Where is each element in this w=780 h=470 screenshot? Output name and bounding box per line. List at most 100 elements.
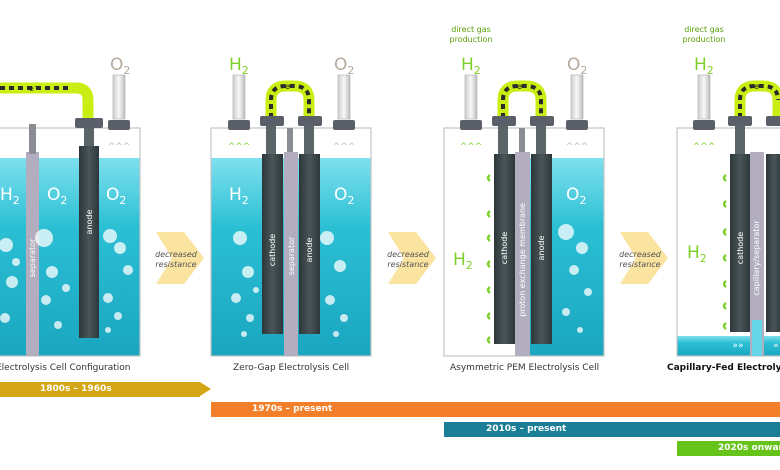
o2-label: O2: [566, 185, 586, 207]
gas-bubble: [562, 308, 570, 316]
timeline-label-4: 2020s onwards: [718, 443, 780, 453]
cell-1-sep-neck: [29, 124, 36, 154]
h2-label: H2: [229, 185, 249, 207]
cell-1-o2-clamp: [108, 120, 130, 130]
tag-line2: production: [682, 35, 726, 44]
gas-bubble: [41, 295, 51, 305]
h2-gas-mark: [486, 174, 491, 182]
o2-tube: [112, 74, 126, 120]
cell-4-vessel: [676, 127, 780, 357]
gas-bubbles: [0, 224, 592, 337]
cell-4-h2-chevrons: ^^^: [693, 142, 716, 152]
decreased-resistance-text-2: decreased resistance: [380, 250, 436, 270]
capillary-separator-label: capillary/separator: [752, 220, 761, 296]
gas-bubble: [333, 331, 339, 337]
gas-bubble: [569, 265, 579, 275]
cell-3-anode-neck: [536, 124, 546, 154]
cell-3: ^^^ ^^^: [443, 74, 605, 357]
gas-bubble: [253, 287, 259, 293]
cell-4-wire: [734, 80, 780, 120]
cell-2-wire: [265, 80, 315, 120]
cell-1-o2-chevrons: ^^^: [108, 142, 131, 152]
caption-cell-3: Asymmetric PEM Electrolysis Cell: [450, 363, 600, 373]
h2-label: H2: [453, 250, 473, 272]
gas-bubble: [114, 242, 126, 254]
decreased-resistance-arrow-1: [156, 232, 204, 284]
timeline-bar-4: [677, 441, 780, 456]
o2-label: O2: [334, 185, 354, 207]
gas-bubble: [46, 266, 58, 278]
direct-gas-production-tag-2: direct gas production: [674, 25, 734, 45]
gas-bubble: [241, 331, 247, 337]
gas-bubble: [54, 321, 62, 329]
o2-tube: [570, 74, 584, 120]
cell-2-cathode-neck: [266, 124, 276, 154]
cell-4-cathode-neck: [735, 124, 745, 154]
cell-2-anode-neck: [304, 124, 314, 154]
cathode: [730, 154, 750, 332]
timeline-bar-2: [211, 402, 780, 417]
cell-3-h2-chevrons: ^^^: [460, 142, 483, 152]
gas-bubble: [103, 293, 113, 303]
gas-bubble: [35, 229, 53, 247]
h2-gas-mark: [722, 254, 727, 262]
h2-gas-mark: [722, 228, 727, 236]
timeline-bar-1: [0, 382, 200, 397]
timeline-bar-3: [444, 422, 780, 437]
caption-cell-1: Electrolysis Cell Configuration: [0, 363, 131, 373]
timeline-label-1: 1800s – 1960s: [40, 384, 112, 394]
cell-1-anode-neck: [84, 126, 94, 146]
h2-gas-mark: [722, 302, 727, 310]
h2-gas-mark: [722, 200, 727, 208]
electron-label: e−: [517, 81, 527, 91]
gas-bubble: [340, 314, 348, 322]
timeline-bar-1-tip: [200, 382, 211, 396]
cathode-label: cathode: [500, 232, 509, 264]
anode-label: anode: [305, 237, 314, 262]
anode: [299, 154, 320, 334]
cell-3-clamp-right: [530, 116, 554, 126]
cell-4: ^^^ »» «: [676, 74, 780, 357]
cell-2-h2-clamp: [228, 120, 250, 130]
gas-bubble: [558, 224, 574, 240]
anode-label: anode: [85, 209, 94, 234]
anode: [79, 146, 99, 338]
electron-label: e−: [29, 83, 39, 93]
o2-label: O2: [47, 185, 67, 207]
gas-bubble: [577, 327, 583, 333]
cathode-label: cathode: [736, 232, 745, 264]
h2-tube: [464, 74, 478, 120]
cell-3-o2-chevrons: ^^^: [566, 142, 589, 152]
cell-3-h2-gas-marks: [486, 174, 491, 344]
cell-3-wire-dash: [501, 84, 543, 118]
cell-3-o2-clamp: [566, 120, 588, 130]
o2-label: O2: [334, 55, 354, 77]
gas-bubble: [231, 293, 241, 303]
cell-4-h2-gas-marks: [722, 174, 727, 330]
arrow-text-line1: decreased: [387, 250, 429, 259]
cell-4-reservoir: [677, 336, 780, 356]
anode: [531, 154, 552, 344]
gas-bubble: [334, 260, 346, 272]
cell-2-clamp-left: [260, 116, 284, 126]
cell-2-o2-clamp: [333, 120, 355, 130]
capillary-separator: [750, 152, 764, 356]
cell-4-wire-dash: [738, 84, 780, 118]
cell-1-vessel: [0, 127, 141, 357]
direct-gas-production-tag-1: direct gas production: [441, 25, 501, 45]
decreased-resistance-arrow-3: [620, 232, 668, 284]
gas-bubble: [0, 313, 10, 323]
o2-label: O2: [106, 185, 126, 207]
gas-bubble: [0, 238, 13, 252]
anode-label: anode: [537, 235, 546, 260]
cell-1-anode-clamp: [75, 118, 103, 128]
arrow-text-line1: decreased: [155, 250, 197, 259]
proton-exchange-membrane: [515, 152, 530, 356]
electron-label: e−: [754, 81, 764, 91]
timeline-label-2: 1970s – present: [252, 404, 333, 414]
cell-4-capsep-water: [752, 320, 762, 356]
cell-3-clamp-left: [492, 116, 516, 126]
h2-label: H2: [229, 55, 249, 77]
cell-4-h2-clamp: [693, 120, 715, 130]
